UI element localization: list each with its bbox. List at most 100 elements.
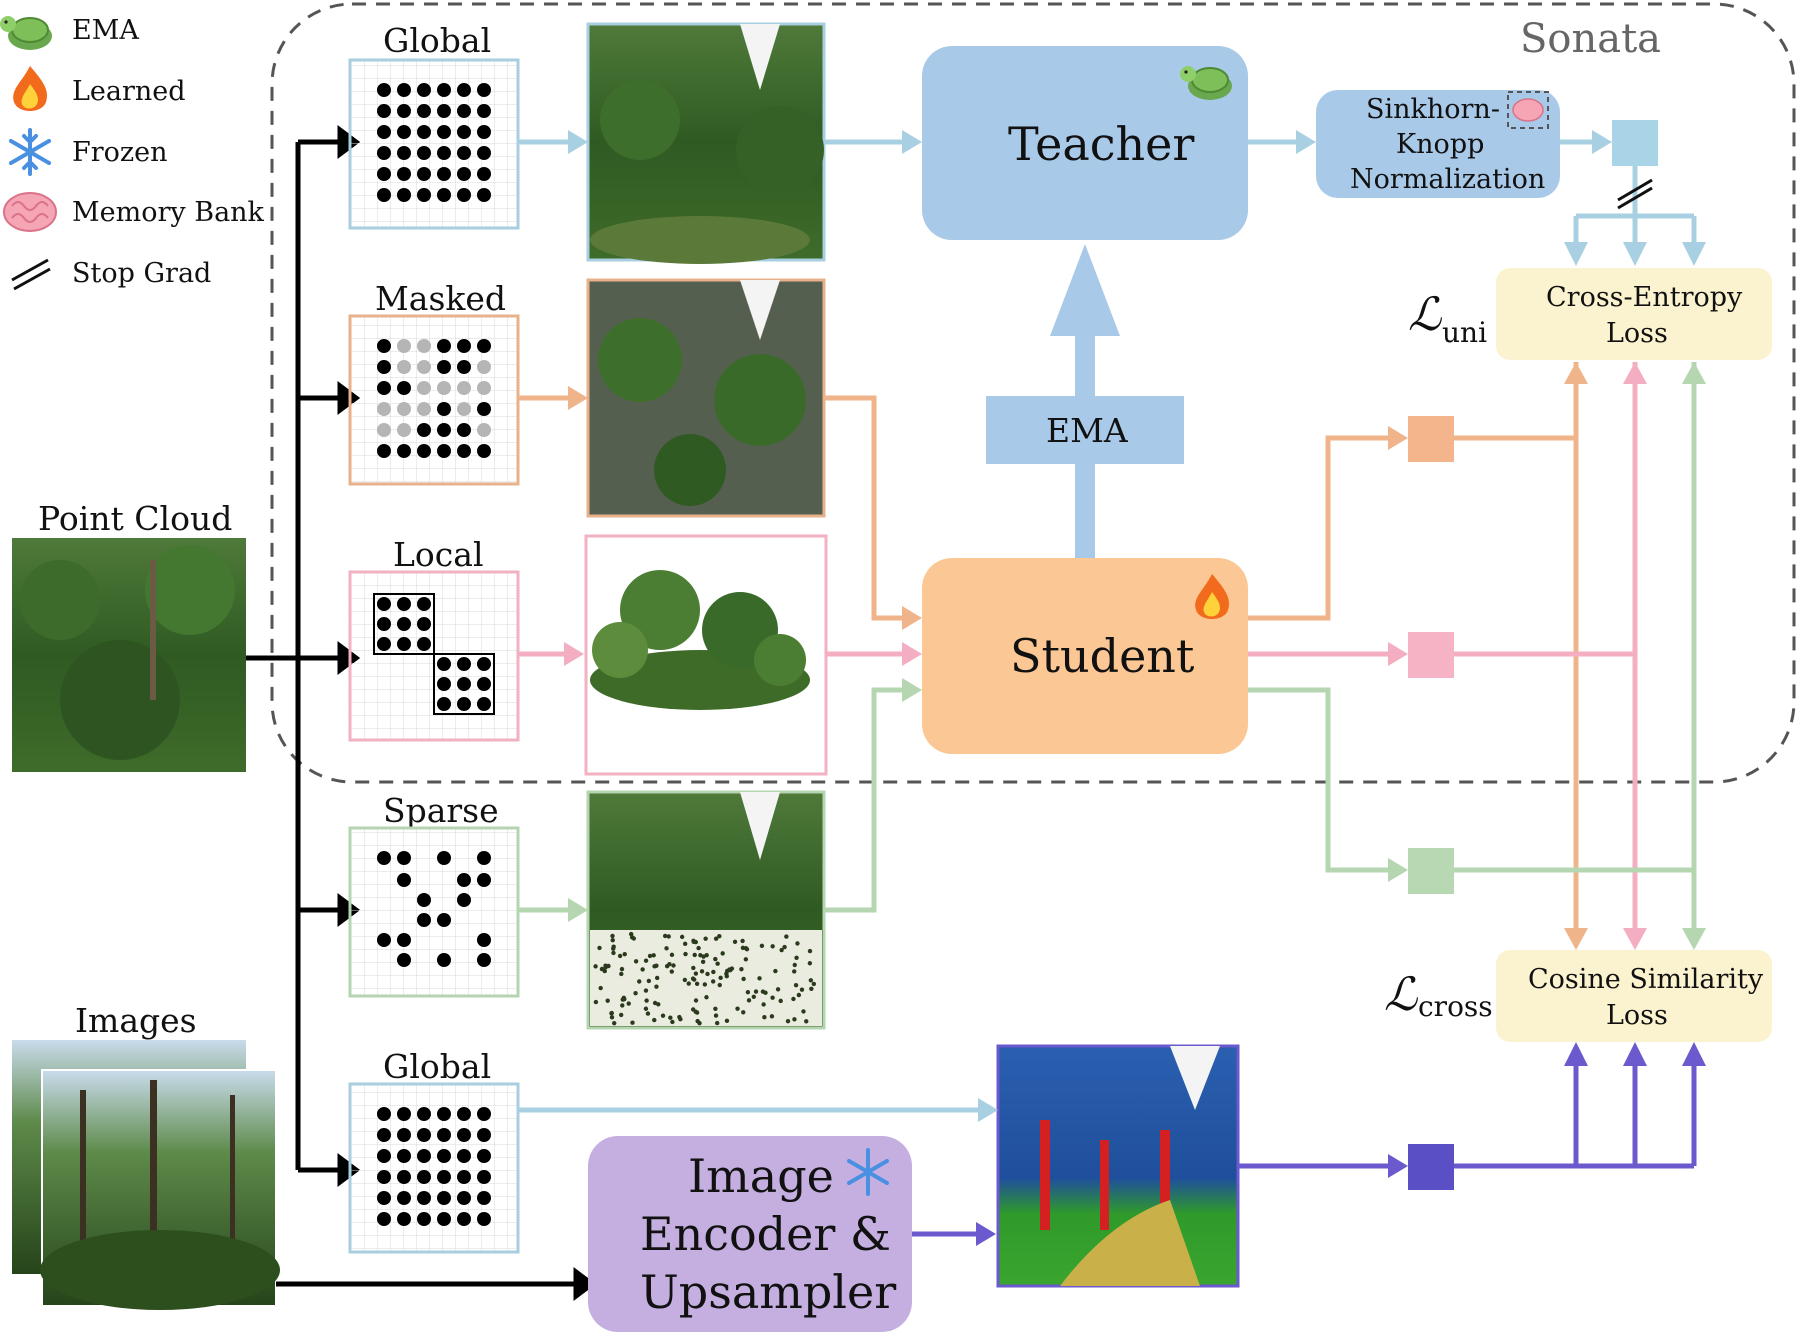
grid-point [477, 381, 491, 395]
point-speck [679, 934, 685, 940]
point-speck [643, 958, 649, 963]
point-speck [651, 953, 656, 958]
point-speck [669, 952, 675, 958]
brain-icon [1507, 91, 1549, 129]
grid-point [397, 1128, 411, 1142]
view-image-local [584, 534, 828, 776]
point-speck [760, 989, 766, 994]
sinkhorn-line-2: Knopp [1396, 129, 1484, 160]
blue-arrowheads [568, 130, 1706, 1122]
grid-point [457, 402, 471, 416]
legend-label-memory-bank: Memory Bank [72, 197, 265, 228]
view-grid-sparse [348, 826, 520, 998]
purple-flow [912, 1064, 1697, 1237]
grid-point [477, 444, 491, 458]
grid-point [437, 1149, 451, 1163]
grid-point [397, 953, 411, 967]
grid-point [457, 83, 471, 97]
point-speck [677, 1014, 682, 1020]
grid-point [397, 851, 411, 865]
view-label-sparse: Sparse [383, 791, 499, 830]
grid-point [437, 104, 451, 118]
point-speck [671, 963, 676, 968]
grid-point [397, 933, 411, 947]
sonata-label: Sonata [1520, 16, 1661, 62]
grid-point [457, 677, 471, 691]
point-speck [744, 946, 750, 952]
point-speck [626, 1001, 631, 1006]
grid-point [397, 339, 411, 353]
point-speck [770, 995, 775, 1000]
point-speck [717, 933, 722, 939]
grid-point [437, 402, 451, 416]
point-speck [778, 998, 783, 1004]
grid-point [457, 167, 471, 181]
point-speck [792, 962, 797, 968]
turtle-icon [1180, 66, 1232, 100]
grid-point [437, 913, 451, 927]
point-speck [791, 996, 796, 1002]
grid-point [457, 104, 471, 118]
point-speck [757, 976, 762, 981]
grid-point [457, 360, 471, 374]
point-speck [795, 941, 800, 946]
grid-point [457, 657, 471, 671]
images-stack [12, 1040, 280, 1310]
point-speck [670, 1019, 675, 1025]
point-speck [693, 1009, 698, 1014]
legend-label-ema: EMA [72, 15, 139, 46]
point-speck [690, 976, 696, 981]
grid-point [417, 381, 431, 395]
grid-point [417, 444, 431, 458]
point-speck [683, 951, 688, 957]
grid-point [477, 1107, 491, 1121]
grid-point [457, 381, 471, 395]
legend-label-frozen: Frozen [72, 137, 168, 168]
point-speck [621, 995, 627, 1001]
point-speck [735, 1006, 740, 1011]
grid-point [397, 637, 411, 651]
grid-point [417, 1107, 431, 1121]
orange-flow [518, 362, 1579, 930]
point-speck [796, 992, 802, 998]
point-speck [693, 998, 699, 1003]
point-speck [745, 990, 751, 995]
grid-point [437, 953, 451, 967]
point-speck [811, 981, 817, 987]
snowflake-icon [9, 128, 51, 176]
view-image-global [586, 22, 826, 264]
point-speck [686, 981, 691, 986]
grid-point [397, 167, 411, 181]
grid-point [377, 146, 391, 160]
grid-point [417, 617, 431, 631]
grid-point [477, 1191, 491, 1205]
point-speck [741, 1010, 746, 1015]
grid-point [417, 360, 431, 374]
grid-point [397, 423, 411, 437]
point-speck [769, 1014, 775, 1019]
grid-point [477, 402, 491, 416]
grid-point [437, 339, 451, 353]
grid-point [477, 423, 491, 437]
point-speck [801, 1009, 806, 1014]
image-encoder-module: Image Encoder & Upsampler [588, 1136, 912, 1332]
grid-point [477, 953, 491, 967]
grid-point [457, 188, 471, 202]
encoder-line-2: Encoder & [640, 1207, 891, 1261]
grid-point [417, 339, 431, 353]
grid-point [477, 339, 491, 353]
point-speck [652, 1000, 658, 1006]
grid-point [437, 423, 451, 437]
point-speck [610, 933, 615, 939]
grid-point [397, 1170, 411, 1184]
point-speck [794, 955, 799, 961]
sonata-region [270, 2, 1796, 784]
point-speck [645, 1011, 651, 1016]
green-flow [518, 362, 1697, 930]
point-speck [773, 968, 778, 974]
point-speck [713, 1013, 719, 1018]
grid-point [377, 597, 391, 611]
grid-point [377, 423, 391, 437]
point-speck [609, 1011, 614, 1016]
grid-point [477, 1149, 491, 1163]
